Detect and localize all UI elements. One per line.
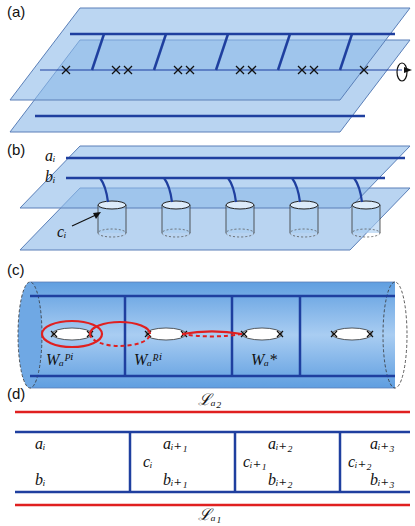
cross xyxy=(62,66,70,74)
cross xyxy=(277,331,283,337)
cross xyxy=(367,331,373,337)
cross xyxy=(174,66,182,74)
math-label: aᵢ xyxy=(45,147,56,165)
panel-letter: (d) xyxy=(7,386,25,403)
math-label: aᵢ₊₁ xyxy=(163,435,188,453)
math-label: bᵢ xyxy=(45,168,56,186)
math-label: aᵢ₊₂ xyxy=(268,435,293,453)
panel-letter: (a) xyxy=(7,4,25,21)
cross xyxy=(360,66,368,74)
math-label: aᵢ xyxy=(35,435,46,453)
tube-side xyxy=(162,205,163,233)
tube-side xyxy=(126,205,127,233)
math-label: bᵢ₊₁ xyxy=(163,471,188,489)
tube-side xyxy=(190,205,191,233)
cross xyxy=(331,331,337,337)
cross xyxy=(51,331,57,337)
slit xyxy=(242,328,282,340)
cross xyxy=(248,66,256,74)
tube-side xyxy=(290,205,291,233)
math-label: Wₐ* xyxy=(251,351,277,369)
cross xyxy=(277,331,283,337)
tube-end xyxy=(98,201,126,209)
math-label: cᵢ xyxy=(57,223,67,241)
cross xyxy=(360,66,368,74)
link xyxy=(164,178,172,202)
link xyxy=(100,178,108,202)
math-label: cᵢ₊₂ xyxy=(348,453,372,471)
rung xyxy=(92,34,104,70)
rung xyxy=(154,34,166,70)
cross xyxy=(248,66,256,74)
cross xyxy=(298,66,306,74)
math-label: cᵢ₊₁ xyxy=(243,453,267,471)
math-label: Wₐᴾⁱ xyxy=(46,351,73,369)
tube-end xyxy=(162,229,190,237)
tube-side xyxy=(226,205,227,233)
sheet xyxy=(20,146,410,208)
link xyxy=(354,178,362,202)
tube-side xyxy=(318,205,319,233)
cross xyxy=(124,66,132,74)
cross xyxy=(186,66,194,74)
tube-end xyxy=(290,229,318,237)
tube-side xyxy=(352,205,353,233)
cross xyxy=(124,66,132,74)
cross xyxy=(174,66,182,74)
cross xyxy=(112,66,120,74)
math-label: cᵢ xyxy=(143,453,153,471)
cross xyxy=(236,66,244,74)
math-label: bᵢ xyxy=(35,471,46,489)
rung xyxy=(340,34,352,70)
tube-side xyxy=(98,205,99,233)
math-label: bᵢ₊₂ xyxy=(268,471,293,489)
slit xyxy=(146,328,186,340)
tube-end xyxy=(290,201,318,209)
sheet xyxy=(10,8,410,100)
tube-end xyxy=(352,229,380,237)
cross xyxy=(310,66,318,74)
tube-end xyxy=(226,201,254,209)
cross xyxy=(331,331,337,337)
math-label: ℒₐ₂ xyxy=(198,391,221,409)
tube-side xyxy=(254,205,255,233)
panel-letter: (c) xyxy=(7,262,25,279)
cross xyxy=(186,66,194,74)
math-label: aᵢ₊₃ xyxy=(370,435,395,453)
cross xyxy=(236,66,244,74)
math-label: bᵢ₊₃ xyxy=(370,471,395,489)
cross xyxy=(310,66,318,74)
cross xyxy=(62,66,70,74)
cross xyxy=(112,66,120,74)
tube-side xyxy=(380,205,381,233)
cross xyxy=(51,331,57,337)
tube-end xyxy=(226,229,254,237)
link xyxy=(292,178,300,202)
cross xyxy=(298,66,306,74)
tube-end xyxy=(162,201,190,209)
tube-end xyxy=(98,229,126,237)
link xyxy=(228,178,236,202)
cross xyxy=(367,331,373,337)
math-label: ℒₐ₁ xyxy=(198,506,221,524)
panel-letter: (b) xyxy=(7,142,25,159)
tube-end xyxy=(352,201,380,209)
math-label: Wₐᴿⁱ xyxy=(134,351,162,369)
rung xyxy=(278,34,290,70)
rung xyxy=(216,34,228,70)
slit xyxy=(52,328,92,340)
slit xyxy=(332,328,372,340)
